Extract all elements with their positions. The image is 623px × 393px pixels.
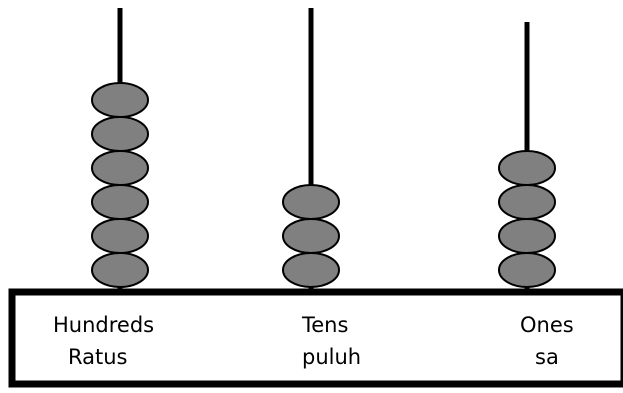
hundreds-bead [91,218,149,254]
hundreds-bead [91,184,149,220]
tens-bead [282,218,340,254]
hundreds-bead [91,82,149,118]
sa-label: sa [535,345,559,369]
ones-bead [498,150,556,186]
hundreds-bead [91,252,149,288]
ones-bead [498,184,556,220]
ones-bead [498,218,556,254]
hundreds-label: Hundreds [53,313,155,337]
ratus-label: Ratus [68,345,128,369]
hundreds-bead [91,150,149,186]
hundreds-bead [91,116,149,152]
rods-layer [91,8,556,289]
abacus-base-frame [8,288,623,388]
ones-bead [498,252,556,288]
ones-label: Ones [520,313,574,337]
tens-bead [282,184,340,220]
tens-bead [282,252,340,288]
tens-label: Tens [302,313,349,337]
puluh-label: puluh [302,345,362,369]
